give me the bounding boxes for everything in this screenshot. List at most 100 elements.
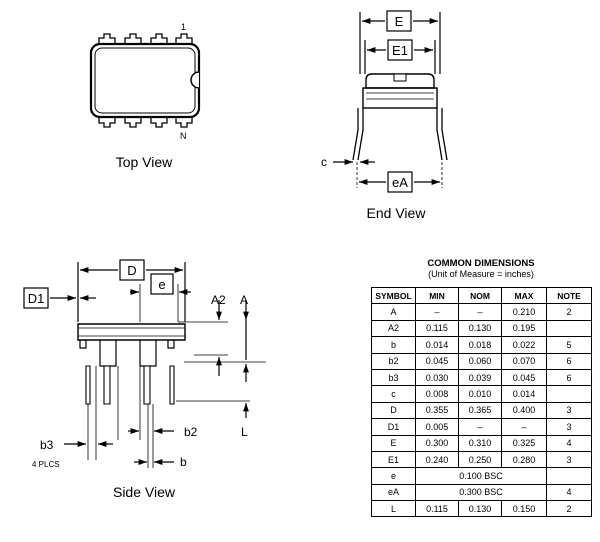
side-view-caption: Side View <box>113 484 176 500</box>
cell-symbol: E1 <box>371 450 416 469</box>
cell-min: 0.045 <box>415 352 459 370</box>
cell-note: 3 <box>546 401 592 420</box>
dim-l-label: L <box>241 425 248 439</box>
cell-min: 0.115 <box>415 500 459 518</box>
cell-max: 0.400 <box>501 401 547 420</box>
cell-min: 0.240 <box>415 450 459 469</box>
cell-nom: – <box>458 418 502 436</box>
side-view <box>23 259 266 468</box>
cell-nom: 0.039 <box>458 368 502 387</box>
cell-nom: 0.310 <box>458 434 502 452</box>
top-view-caption: Top View <box>116 154 173 170</box>
cell-symbol: L <box>371 500 416 518</box>
cell-note: 6 <box>546 352 592 370</box>
cell-nom: 0.130 <box>458 319 502 338</box>
cell-nom: 0.010 <box>458 385 502 403</box>
cell-max: 0.150 <box>501 500 547 518</box>
cell-symbol: A2 <box>371 319 416 338</box>
cell-nom: 0.060 <box>458 352 502 370</box>
table-title: COMMON DIMENSIONS <box>427 258 535 269</box>
cell-max: 0.280 <box>501 450 547 469</box>
cell-symbol: E <box>371 434 416 452</box>
cell-min: 0.008 <box>415 385 459 403</box>
dim-b-label: b <box>180 455 187 469</box>
table-subtitle: (Unit of Measure = inches) <box>428 269 534 279</box>
header-nom: NOM <box>458 286 502 305</box>
cell-min: – <box>415 303 459 321</box>
cell-symbol: b <box>371 336 416 354</box>
cell-nom: 0.018 <box>458 336 502 354</box>
cell-nom: 0.365 <box>458 401 502 420</box>
dim-e-label: E <box>395 14 404 29</box>
cell-symbol: e <box>371 467 416 485</box>
cell-note: 2 <box>546 500 592 518</box>
cell-max: 0.014 <box>501 385 547 403</box>
cell-symbol: D <box>371 401 416 420</box>
pin-1-label: 1 <box>181 22 186 32</box>
dim-a2-label: A2 <box>211 293 226 307</box>
cell-bsc: 0.100 BSC <box>415 467 547 485</box>
cell-nom: 0.250 <box>458 450 502 469</box>
cell-max: 0.070 <box>501 352 547 370</box>
dimensions-table-section: COMMON DIMENSIONS (Unit of Measure = inc… <box>371 258 592 518</box>
cell-symbol: b3 <box>371 368 416 387</box>
cell-note: 3 <box>546 450 592 469</box>
end-view-caption: End View <box>367 205 427 221</box>
header-min: MIN <box>415 286 459 305</box>
cell-min: 0.115 <box>415 319 459 338</box>
cell-symbol: b2 <box>371 352 416 370</box>
cell-min: 0.005 <box>415 418 459 436</box>
dim-a-label: A <box>240 293 248 307</box>
dim-e-pitch-label: e <box>158 277 165 292</box>
cell-note: 4 <box>546 483 592 502</box>
dim-b2-label: b2 <box>184 425 198 439</box>
end-view <box>333 10 448 193</box>
cell-note: 3 <box>546 418 592 436</box>
table-header-row: SYMBOL MIN NOM MAX NOTE <box>371 286 592 305</box>
dim-d-label: D <box>127 263 136 278</box>
cell-symbol: c <box>371 385 416 403</box>
cell-nom: 0.130 <box>458 500 502 518</box>
cell-note <box>546 385 592 403</box>
cell-min: 0.355 <box>415 401 459 420</box>
cell-max: – <box>501 418 547 436</box>
cell-max: 0.022 <box>501 336 547 354</box>
cell-symbol: A <box>371 303 416 321</box>
cell-min: 0.014 <box>415 336 459 354</box>
cell-note <box>546 319 592 338</box>
header-note: NOTE <box>546 286 592 305</box>
cell-note: 2 <box>546 303 592 321</box>
cell-max: 0.325 <box>501 434 547 452</box>
cell-min: 0.030 <box>415 368 459 387</box>
cell-symbol: eA <box>371 483 416 502</box>
dim-c-label: c <box>321 155 327 169</box>
top-view <box>89 33 201 128</box>
header-symbol: SYMBOL <box>371 286 416 305</box>
cell-note <box>546 467 592 485</box>
cell-note: 6 <box>546 368 592 387</box>
header-max: MAX <box>501 286 547 305</box>
cell-nom: – <box>458 303 502 321</box>
cell-min: 0.300 <box>415 434 459 452</box>
cell-max: 0.195 <box>501 319 547 338</box>
cell-note: 4 <box>546 434 592 452</box>
pin-n-label: N <box>180 131 187 141</box>
dim-e1-label: E1 <box>392 43 408 58</box>
dim-ea-label: eA <box>392 175 408 190</box>
cell-max: 0.045 <box>501 368 547 387</box>
dim-b3-note: 4 PLCS <box>32 460 60 469</box>
cell-note: 5 <box>546 336 592 354</box>
